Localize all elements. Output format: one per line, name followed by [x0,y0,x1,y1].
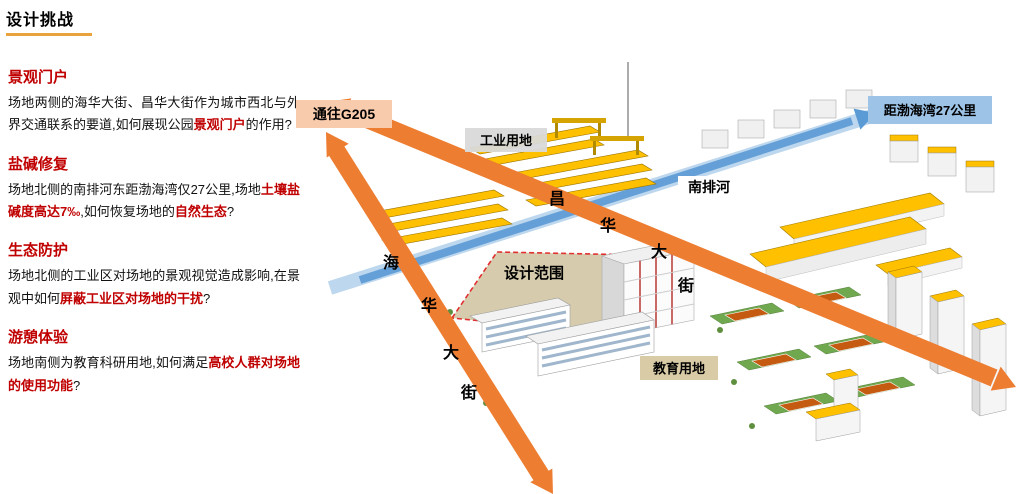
street-char: 街 [677,276,694,295]
body-highlight: 屏蔽工业区对场地的干扰 [60,290,204,306]
body-text: ,如何恢复场地的 [80,204,175,220]
gantry-crane [552,62,644,155]
challenge-body: 场地两侧的海华大街、昌华大街作为城市西北与外界交通联系的要道,如何展现公园景观门… [8,92,300,137]
residential-blocks [701,89,995,193]
challenge-section-landscape-gateway: 景观门户 场地两侧的海华大街、昌华大街作为城市西北与外界交通联系的要道,如何展现… [8,66,300,137]
street-char: 华 [600,216,616,235]
body-text: 场地北侧的南排河东距渤海湾仅27公里,场地 [8,181,261,197]
building [887,265,923,341]
page-title: 设计挑战 [6,12,75,29]
site-axonometric-map: 通往G205 距渤海湾27公里 工业用地 南排河 昌 华 大 街 海 [296,62,1016,494]
education-land-label: 教育用地 [640,356,718,380]
education-buildings [469,297,655,377]
challenge-heading: 盐碱修复 [8,155,69,173]
design-scope-label: 设计范围 [504,264,564,282]
challenge-body: 场地南侧为教育科研用地,如何满足高校人群对场地的使用功能? [8,352,300,397]
court [813,332,889,355]
body-text: ? [203,290,211,306]
bohai-distance-label: 距渤海湾27公里 [868,96,992,124]
court [709,302,785,325]
title-underline [6,33,92,36]
challenge-heading: 生态防护 [8,242,69,260]
changhua-street-name: 昌 华 大 街 [549,190,694,295]
street-char: 大 [651,242,667,261]
industrial-land-label: 工业用地 [465,128,547,152]
road-haihua-street [326,132,553,494]
map-labels: 通往G205 距渤海湾27公里 工业用地 南排河 昌 华 大 街 海 [296,96,992,402]
river-name-label: 南排河 [678,176,740,198]
court [736,348,812,371]
body-highlight: 土壤盐碱度高达7‰ [8,181,300,220]
body-text: 场地南侧为教育科研用地,如何满足 [8,355,209,371]
body-text: ? [226,204,235,220]
body-highlight: 高校人群对场地的使用功能 [8,355,300,393]
building [805,402,861,442]
challenge-body: 场地北侧的南排河东距渤海湾仅27公里,场地土壤盐碱度高达7‰,如何恢复场地的自然… [8,179,300,224]
education-land-label-text: 教育用地 [652,361,705,376]
challenge-section-saline-restoration: 盐碱修复 场地北侧的南排河东距渤海湾仅27公里,场地土壤盐碱度高达7‰,如何恢复… [8,153,300,224]
bohai-distance-label-text: 距渤海湾27公里 [884,103,976,118]
body-text: ? [73,377,81,393]
street-char: 华 [421,296,437,315]
body-highlight: 景观门户 [193,117,246,133]
haihua-street-name: 海 华 大 街 [383,253,477,402]
body-text: 场地两侧的海华大街、昌华大街作为城市西北与外界交通联系的要道,如何展现公园 [8,95,300,133]
page-header: 设计挑战 [6,6,92,36]
body-text: 场地北侧的工业区对场地的景观视觉造成影响,在景观中如何 [8,268,300,306]
street-char: 昌 [549,190,565,208]
street-char: 街 [460,383,477,402]
challenge-heading: 游憩体验 [8,329,69,347]
g205-label: 通往G205 [296,100,392,128]
campus-complex-buildings [749,192,963,287]
body-text: 的作用? [245,117,292,133]
challenges-panel: 景观门户 场地两侧的海华大街、昌华大街作为城市西北与外界交通联系的要道,如何展现… [8,66,300,413]
challenge-body: 场地北侧的工业区对场地的景观视觉造成影响,在景观中如何屏蔽工业区对场地的干扰? [8,265,300,310]
industrial-land-label-text: 工业用地 [480,133,532,148]
river-name-label-text: 南排河 [688,179,730,195]
challenge-heading: 景观门户 [8,69,69,86]
street-char: 海 [383,253,399,272]
challenge-section-recreation-experience: 游憩体验 场地南侧为教育科研用地,如何满足高校人群对场地的使用功能? [8,326,300,397]
street-char: 大 [443,343,459,362]
body-highlight: 自然生态 [174,204,227,220]
challenge-section-ecological-protection: 生态防护 场地北侧的工业区对场地的景观视觉造成影响,在景观中如何屏蔽工业区对场地… [8,239,300,310]
g205-label-text: 通往G205 [313,106,375,122]
